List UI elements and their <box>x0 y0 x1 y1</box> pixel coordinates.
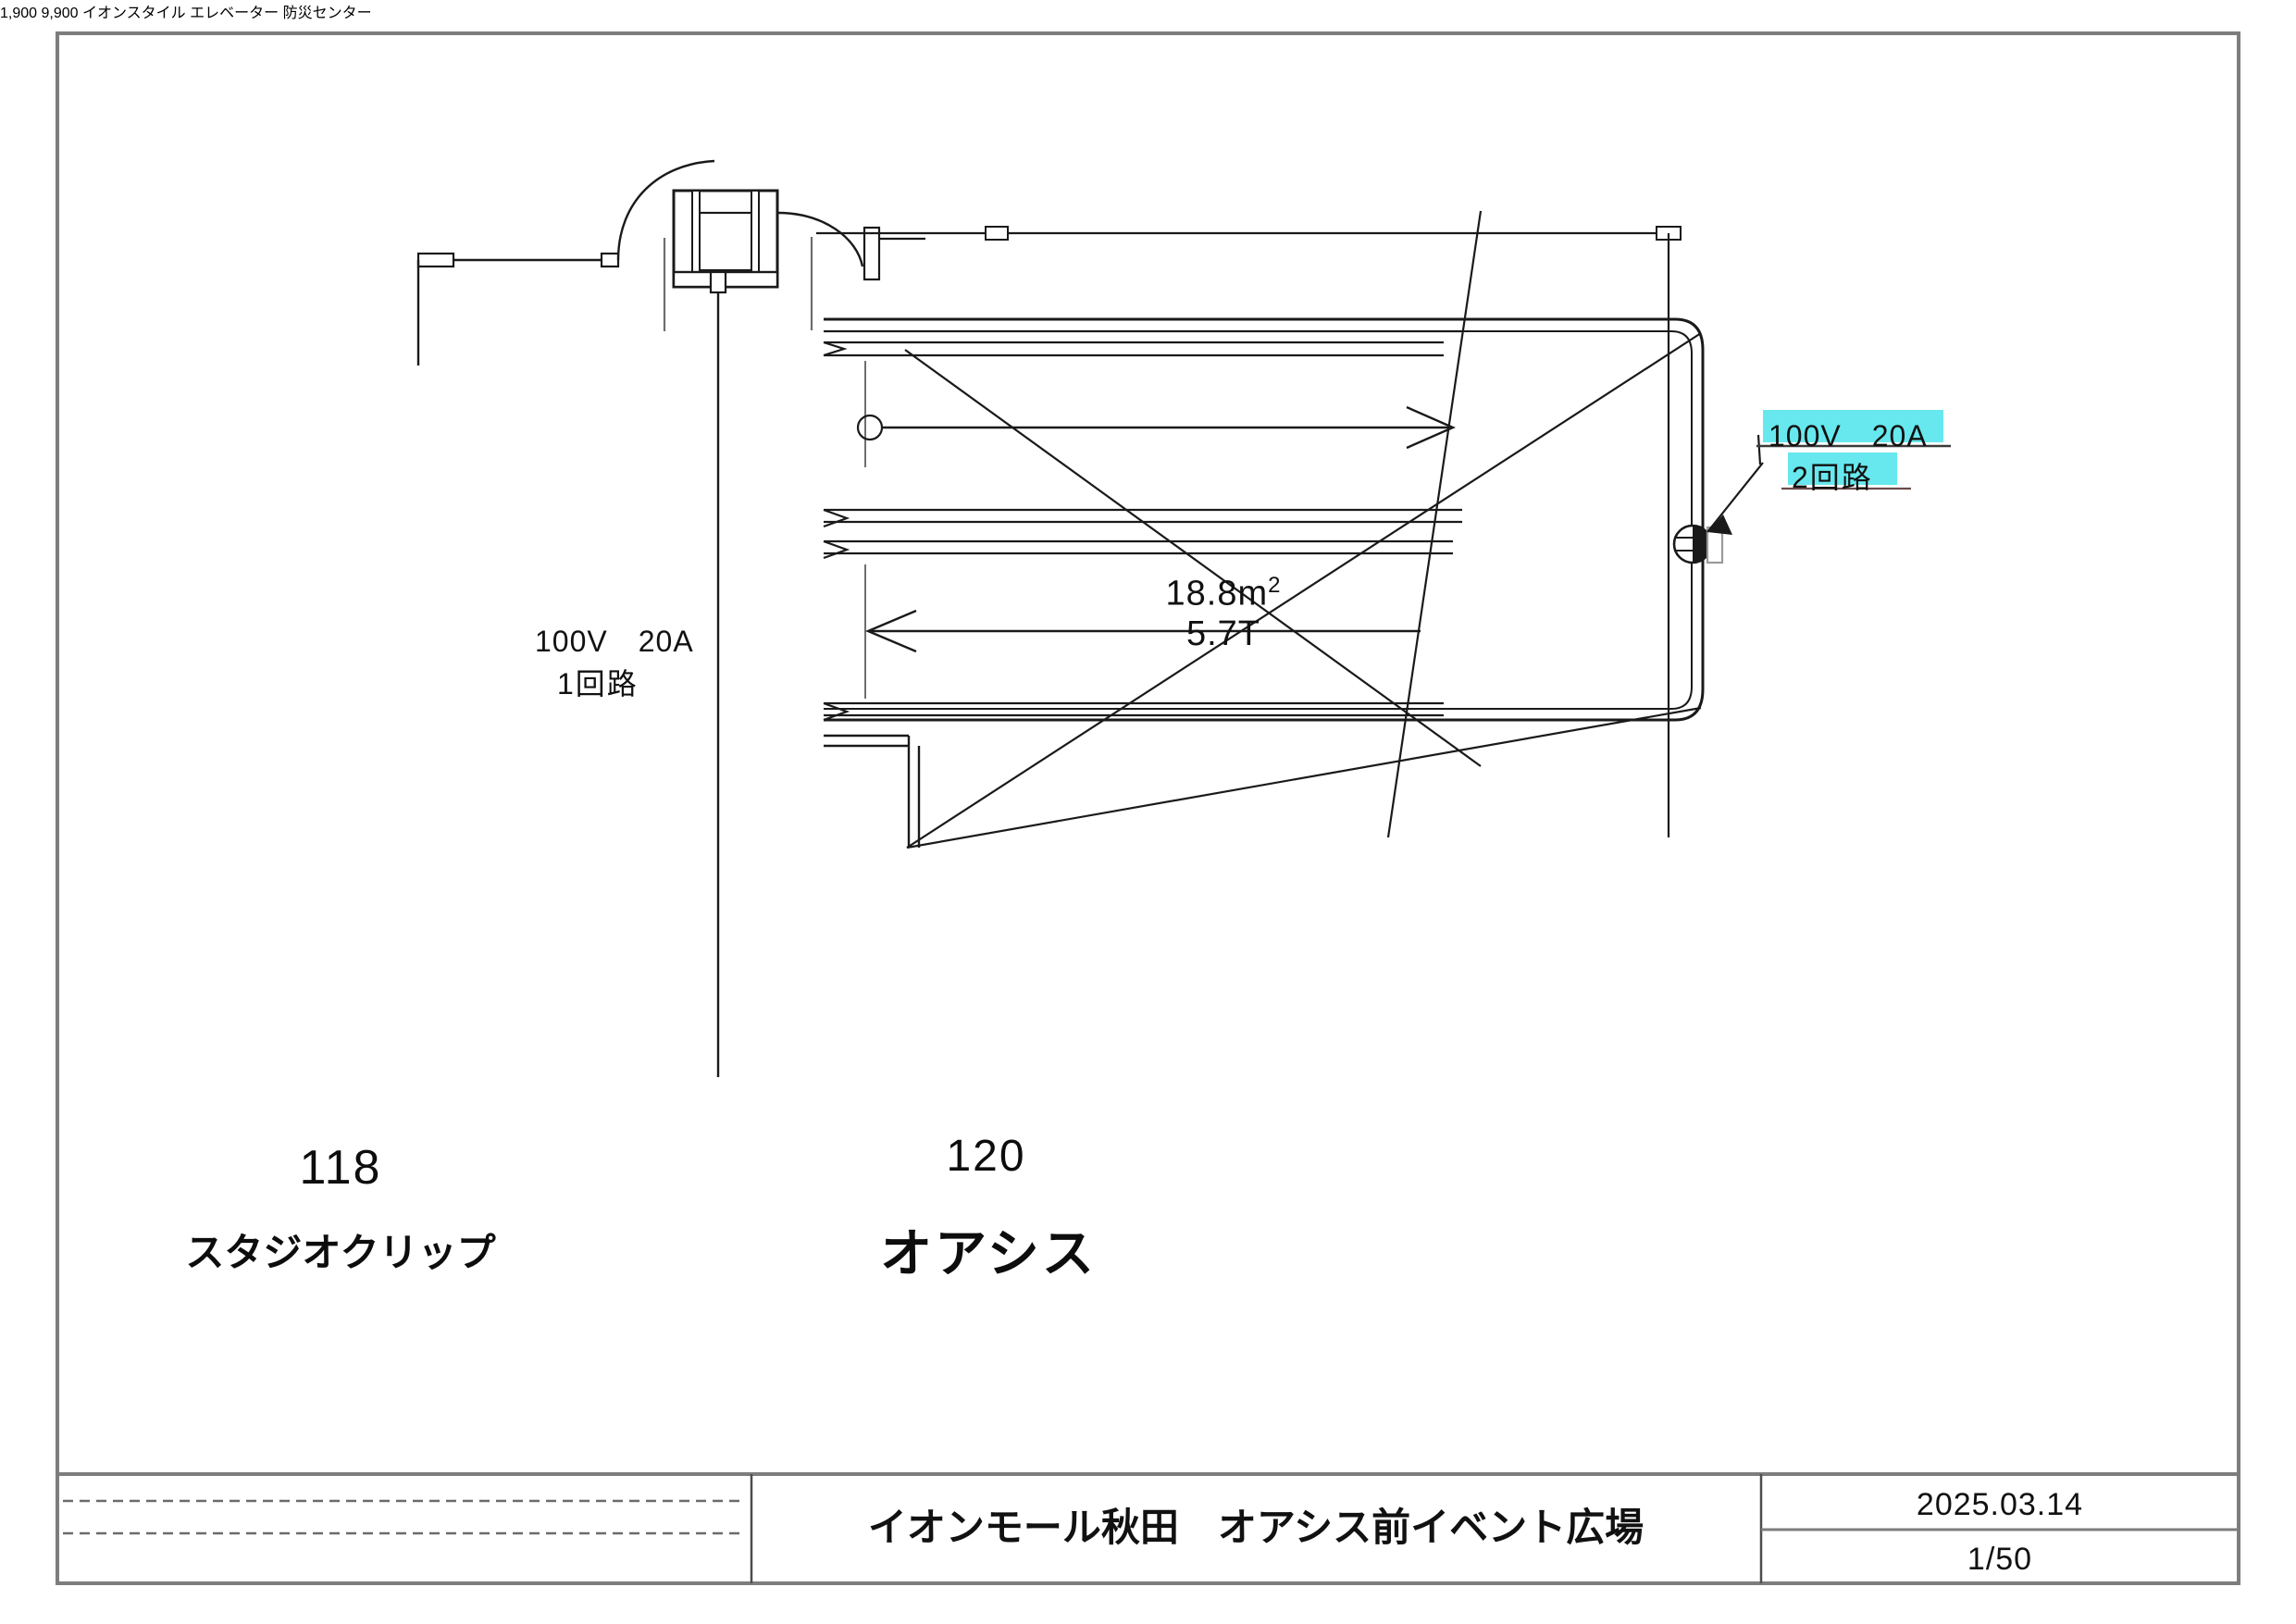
elevator-annotation: エレベーター <box>190 6 282 21</box>
dimension-height: 1,900 <box>0 6 42 21</box>
circuit-2-circuit-highlight <box>1788 452 1897 485</box>
event-area-tonnage: 5.7T <box>1185 614 1261 653</box>
circuit-2-label <box>1756 410 1951 490</box>
dimension-height-text: 1,900 <box>0 6 38 21</box>
disaster-center-label: 防災センター <box>282 6 372 21</box>
circuit-2-spec-text: 100V 20A <box>1769 419 1928 452</box>
door-swing-arc-right <box>776 211 864 267</box>
circuit-1-spec-text: 100V 20A <box>535 625 694 658</box>
disaster-center-annotation: 防災センター <box>283 6 372 21</box>
direction-arrow-left <box>864 609 917 653</box>
room-118-name: スタジオクリップ <box>185 1231 496 1274</box>
circuit-2-spec-highlight <box>1763 410 1943 442</box>
direction-arrow-right <box>1406 405 1456 450</box>
circuit-2-circuit-text: 2回路 <box>1792 461 1873 494</box>
column-top-center <box>672 189 864 1077</box>
cross-line-d <box>1386 210 1483 838</box>
dimension-width-text: 9,900 <box>41 6 79 21</box>
aeon-style-label: イオンスタイル <box>82 6 186 21</box>
event-area-text-block: 18.8m2 5.7T <box>1159 575 1288 651</box>
title-block-date: 2025.03.14 <box>1917 1487 2083 1522</box>
cross-line-b <box>906 706 1702 849</box>
aeon-style-annotation: イオンスタイル <box>82 6 190 21</box>
escalator-assembly <box>816 210 1705 849</box>
event-area-size-superscript: 2 <box>1268 573 1282 598</box>
cross-line-c <box>904 349 1482 767</box>
cross-line-a <box>906 332 1702 849</box>
title-block-scale: 1/50 <box>1967 1542 2032 1577</box>
outlet-symbol-right <box>1672 462 1764 564</box>
upper-left-partition <box>416 159 715 366</box>
event-area-size: 18.8m <box>1165 574 1269 614</box>
room-118-number: 118 <box>299 1141 382 1195</box>
elevator-label: エレベーター <box>190 6 279 21</box>
wall-segment-upper <box>863 226 925 281</box>
door-swing-arc-left <box>616 159 715 261</box>
room-120-name: オアシス <box>880 1224 1097 1283</box>
escalator-enclosure <box>824 317 1705 722</box>
circuit-1-circuit-text: 1回路 <box>557 667 639 700</box>
room-120-number: 120 <box>946 1132 1026 1181</box>
title-block: イオンモール秋田 オアシス前イベント広場 2025.03.14 1/50 <box>57 1472 2239 1585</box>
sheet-border <box>56 31 2240 1585</box>
title-block-title: イオンモール秋田 オアシス前イベント広場 <box>868 1506 1644 1549</box>
dimension-width: 9,900 <box>42 6 83 21</box>
